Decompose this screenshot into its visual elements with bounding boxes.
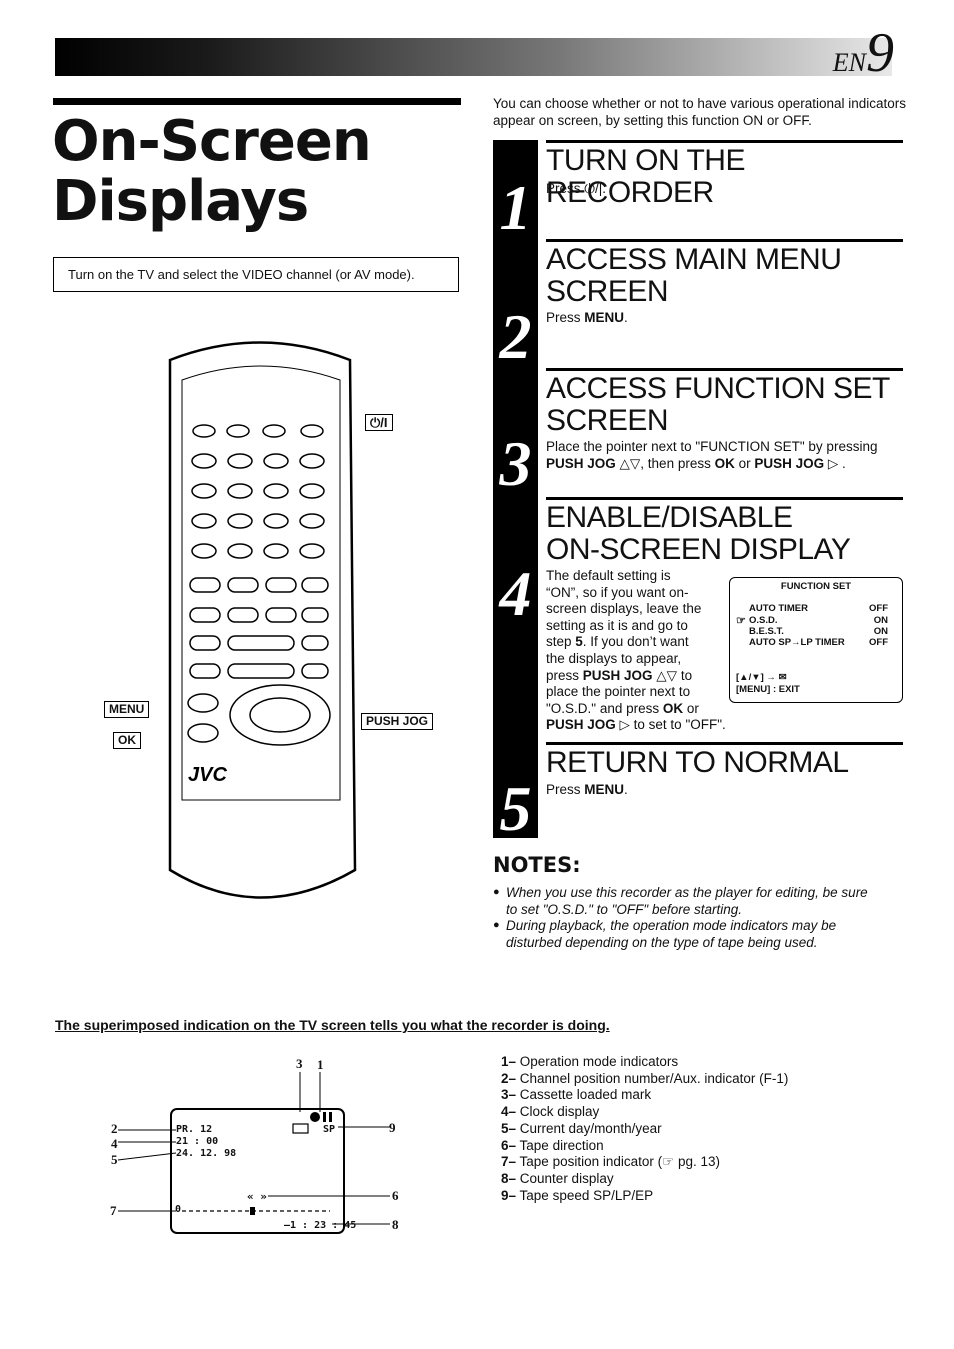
- menu-row-value: ON: [873, 615, 888, 626]
- step-number-2: 2: [499, 301, 532, 372]
- tv-instruction-box: Turn on the TV and select the VIDEO chan…: [53, 257, 459, 292]
- step-3-rule: [546, 368, 903, 371]
- tv-date: 24. 12. 98: [176, 1148, 237, 1159]
- step-5-heading: RETURN TO NORMAL: [546, 746, 849, 779]
- step-1-rule: [546, 140, 903, 143]
- tv-channel: PR. 12: [176, 1124, 213, 1135]
- menu-row-value: OFF: [869, 637, 888, 648]
- remote-control-illustration: JVC: [168, 341, 357, 899]
- legend-item: 6– Tape direction: [501, 1137, 604, 1153]
- legend-item: 5– Current day/month/year: [501, 1120, 662, 1136]
- step-2-text: Press MENU.: [546, 310, 628, 325]
- tv-clock: 21 : 00: [176, 1136, 219, 1147]
- step-4-rule: [546, 497, 903, 500]
- legend-item: 1– Operation mode indicators: [501, 1054, 679, 1069]
- tv-tape-direction: « »: [247, 1190, 267, 1203]
- step-number-5: 5: [499, 773, 532, 844]
- step-5-text: Press MENU.: [546, 782, 628, 797]
- menu-nav-hint: [▲/▼] → ✉: [736, 672, 787, 683]
- legend-item: 3– Cassette loaded mark: [501, 1087, 652, 1103]
- step-1-heading: TURN ON THE RECORDER: [546, 144, 745, 209]
- intro-text: You can choose whether or not to have va…: [493, 96, 907, 128]
- tv-indicator-legend: 1– Operation mode indicators 2– Channel …: [501, 1054, 788, 1204]
- menu-pointer-icon: ☞: [736, 615, 746, 627]
- tape-position-marker: [250, 1207, 255, 1215]
- callout-6: 6: [392, 1188, 399, 1203]
- step-3-text: Place the pointer next to "FUNCTION SET"…: [546, 439, 878, 471]
- legend-item: 4– Clock display: [501, 1104, 600, 1120]
- menu-title: FUNCTION SET: [780, 581, 852, 592]
- step-1-text: Press ⏻/|.: [546, 181, 606, 196]
- callout-1: 1: [317, 1057, 324, 1072]
- cassette-icon: [292, 1123, 309, 1134]
- legend-item: 9– Tape speed SP/LP/EP: [501, 1187, 654, 1203]
- callout-2: 2: [111, 1121, 118, 1136]
- superimposed-caption: The superimposed indication on the TV sc…: [55, 1017, 610, 1033]
- menu-row-label: AUTO SP→LP TIMER: [749, 637, 845, 648]
- pause-icon: [323, 1112, 326, 1122]
- legend-item: 8– Counter display: [501, 1170, 614, 1186]
- envelope-icon: ✉: [778, 672, 787, 683]
- menu-row-label: B.E.S.T.: [749, 626, 784, 637]
- tv-screen-diagram: [117, 1072, 390, 1234]
- notes-heading: NOTES:: [493, 853, 581, 877]
- legend-item: 2– Channel position number/Aux. indicato…: [501, 1070, 789, 1086]
- header-gradient-bar: [55, 38, 892, 76]
- note-item: ● When you use this recorder as the play…: [493, 885, 868, 917]
- step-number-bar: [493, 140, 538, 838]
- function-set-menu-screen: FUNCTION SET ☞ AUTO TIMER OFF O.S.D. ON …: [729, 577, 903, 703]
- note-item: ● During playback, the operation mode in…: [493, 918, 837, 950]
- callout-4: 4: [111, 1136, 118, 1151]
- step-number-3: 3: [499, 428, 532, 499]
- tv-tape-speed: SP: [323, 1124, 336, 1135]
- callout-7: 7: [110, 1203, 117, 1218]
- callout-5: 5: [111, 1152, 118, 1167]
- tv-counter: –1 : 23 : 45: [284, 1220, 357, 1231]
- step-number-1: 1: [499, 172, 532, 243]
- remote-brand-logo: JVC: [188, 764, 227, 786]
- menu-exit-hint: [MENU] : EXIT: [736, 684, 800, 695]
- step-2-rule: [546, 239, 903, 242]
- push-jog-label: PUSH JOG: [361, 713, 434, 730]
- menu-row-label: O.S.D.: [749, 615, 778, 626]
- menu-row-value: OFF: [869, 603, 888, 614]
- legend-item: 7– Tape position indicator (☞ pg. 13): [501, 1154, 721, 1170]
- power-button-label: ⏻/I: [365, 414, 393, 431]
- menu-button-label: MENU: [104, 701, 150, 718]
- menu-row-label: AUTO TIMER: [749, 603, 808, 614]
- step-number-4: 4: [499, 558, 532, 629]
- callout-8: 8: [392, 1217, 399, 1232]
- record-icon: [310, 1112, 320, 1122]
- menu-row-value: ON: [873, 626, 888, 637]
- step-4-text: The default setting is “ON”, so if you w…: [546, 568, 726, 733]
- page-number: EN9: [832, 22, 894, 84]
- title-rule: [53, 98, 461, 105]
- callout-3: 3: [296, 1056, 303, 1071]
- tv-tape-start: 0: [175, 1204, 182, 1215]
- step-5-rule: [546, 742, 903, 745]
- page-title: On-Screen Displays: [52, 109, 372, 234]
- ok-button-label: OK: [113, 732, 141, 749]
- callout-9: 9: [389, 1120, 396, 1135]
